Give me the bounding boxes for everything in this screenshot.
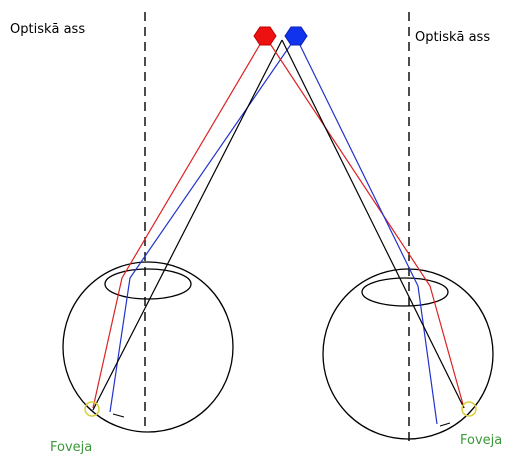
right-retina-tick — [439, 422, 451, 427]
left-eye-red-ray — [92, 35, 266, 409]
left-lens — [104, 268, 192, 300]
left-eye-black-ray — [92, 39, 283, 411]
left-eye — [62, 261, 234, 433]
right-eye-black-ray — [281, 39, 465, 409]
right-optical-axis-label: Optiskā ass — [415, 30, 490, 45]
left-fovea-marker — [84, 401, 100, 417]
red-point-hexagon — [253, 26, 277, 46]
left-fovea-label: Foveja — [50, 440, 92, 455]
right-lens — [361, 277, 449, 307]
blue-point-hexagon — [284, 26, 308, 46]
left-eyeball — [62, 261, 234, 433]
right-eye — [322, 268, 494, 440]
right-fovea-label: Foveja — [460, 433, 502, 448]
left-retina-tick — [112, 413, 125, 418]
right-fovea-marker — [461, 401, 477, 417]
right-eye-blue-ray — [295, 36, 438, 425]
left-eye-blue-ray — [109, 36, 297, 413]
left-optical-axis-label: Optiskā ass — [10, 22, 85, 37]
right-eye-red-ray — [264, 35, 465, 409]
right-eyeball — [322, 268, 494, 440]
